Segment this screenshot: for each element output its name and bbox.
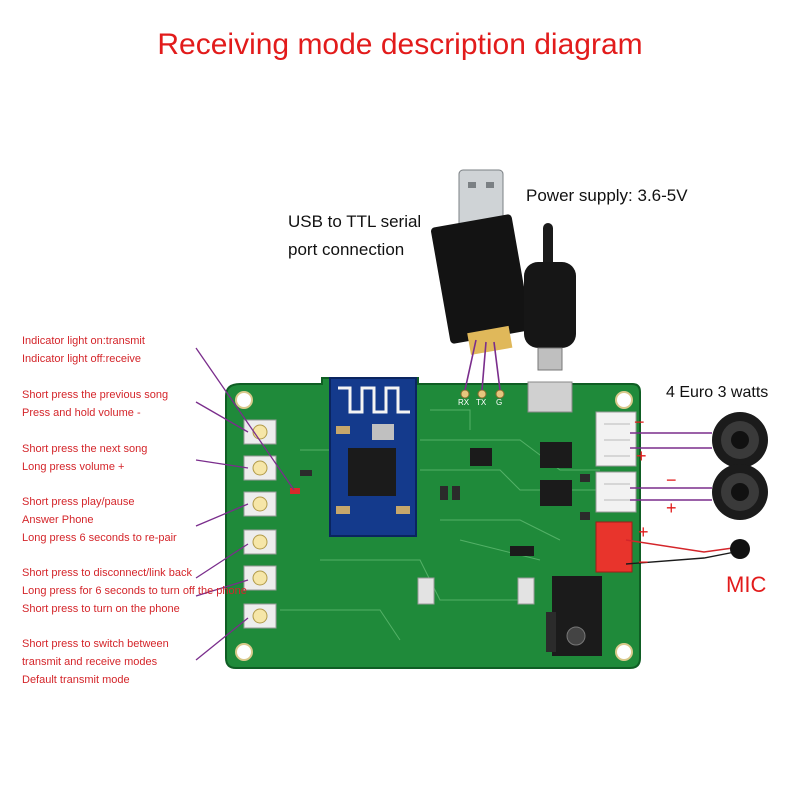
note-play-pause: Short press play/pause Answer Phone Long…: [22, 493, 177, 547]
audio-jack: [546, 576, 602, 656]
speaker-wires: [630, 432, 712, 501]
speaker-connectors: [595, 411, 637, 513]
micro-usb-socket: [527, 381, 573, 413]
power-cable: [524, 223, 576, 371]
header-pins: [460, 389, 505, 399]
power-supply-label: Power supply: 3.6-5V: [526, 186, 688, 205]
usb-ttl-label: USB to TTL serial port connection: [288, 208, 421, 264]
note-line: Short press to turn on the phone: [22, 603, 180, 615]
microphone: [625, 539, 750, 565]
note-line: Short press play/pause: [22, 496, 135, 508]
mic-plus: +: [638, 522, 649, 542]
note-line: Long press volume +: [22, 461, 125, 473]
note-mode-switch: Short press to switch between transmit a…: [22, 635, 169, 689]
note-line: Default transmit mode: [22, 674, 130, 686]
note-line: Long press for 6 seconds to turn off the…: [22, 585, 247, 597]
note-line: Indicator light on:transmit: [22, 335, 145, 347]
note-previous-song: Short press the previous song Press and …: [22, 386, 168, 422]
diagram-title: Receiving mode description diagram: [157, 28, 643, 61]
note-line: Long press 6 seconds to re-pair: [22, 532, 177, 544]
note-disconnect: Short press to disconnect/link back Long…: [22, 564, 247, 618]
speaker-2: [712, 464, 768, 520]
bluetooth-module: [329, 377, 417, 537]
indicator-led: [290, 488, 300, 494]
note-line: Short press to disconnect/link back: [22, 567, 192, 579]
pin-g: G: [496, 398, 503, 407]
pin-rx: RX: [458, 398, 470, 407]
usb-ttl-line1: USB to TTL serial: [288, 212, 422, 231]
note-line: Indicator light off:receive: [22, 353, 142, 365]
speaker1-minus: −: [634, 412, 645, 432]
speaker-1: [712, 412, 768, 468]
speaker2-plus: +: [666, 498, 677, 518]
note-line: Press and hold volume -: [22, 407, 141, 419]
usb-ttl-line2: port connection: [288, 240, 405, 259]
pin-tx: TX: [476, 398, 487, 407]
mic-minus: −: [638, 552, 649, 572]
note-line: Short press the previous song: [22, 389, 169, 401]
usb-ttl-adapter: [431, 169, 531, 355]
note-indicator-light: Indicator light on:transmit Indicator li…: [22, 332, 145, 368]
note-line: Answer Phone: [22, 514, 94, 526]
mic-label: MIC: [726, 572, 767, 597]
pointer-lines: [195, 347, 295, 661]
speaker1-plus: +: [636, 446, 647, 466]
note-line: Short press the next song: [22, 443, 148, 455]
misc-components: [300, 470, 590, 605]
note-line: transmit and receive modes: [22, 656, 158, 668]
speaker-label: 4 Euro 3 watts: [666, 384, 769, 401]
ic-chips: [470, 442, 572, 556]
speaker2-minus: −: [666, 470, 677, 490]
note-line: Short press to switch between: [22, 638, 169, 650]
note-next-song: Short press the next song Long press vol…: [22, 440, 147, 476]
ttl-wires: [464, 339, 501, 391]
